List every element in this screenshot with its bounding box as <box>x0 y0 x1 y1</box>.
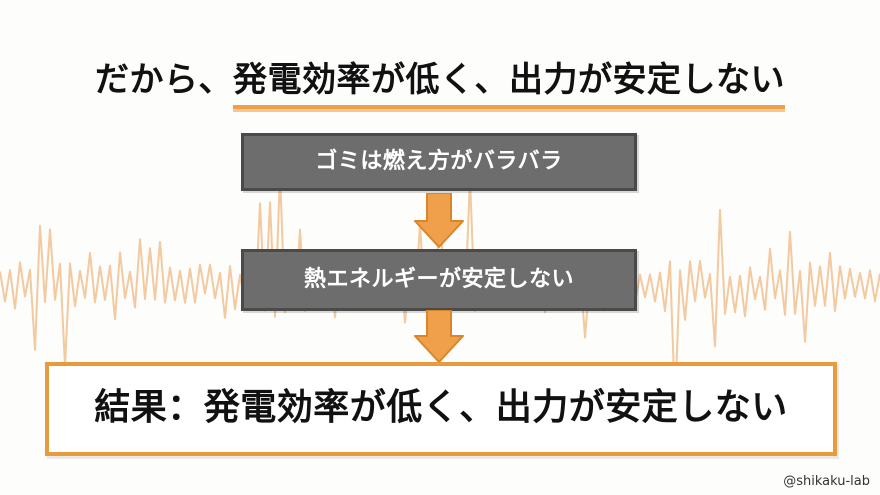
title-prefix: だから、 <box>95 60 233 100</box>
arrow-down-icon <box>414 310 464 363</box>
result-label: 結果： <box>94 387 204 428</box>
result-text: 発電効率が低く、出力が安定しない <box>203 387 788 428</box>
page-title: だから、発電効率が低く、出力が安定しない <box>0 52 880 109</box>
result-box: 結果：発電効率が低く、出力が安定しない <box>45 362 837 456</box>
arrow-down-icon <box>414 193 464 248</box>
step-label: 熱エネルギーが安定しない <box>303 267 574 292</box>
step-box-burning: ゴミは燃え方がバラバラ <box>241 133 637 191</box>
step-label: ゴミは燃え方がバラバラ <box>315 149 563 174</box>
title-highlight: 発電効率が低く、出力が安定しない <box>233 52 785 109</box>
step-box-heat: 熱エネルギーが安定しない <box>241 249 637 311</box>
credit-handle: @shikaku-lab <box>783 474 870 489</box>
